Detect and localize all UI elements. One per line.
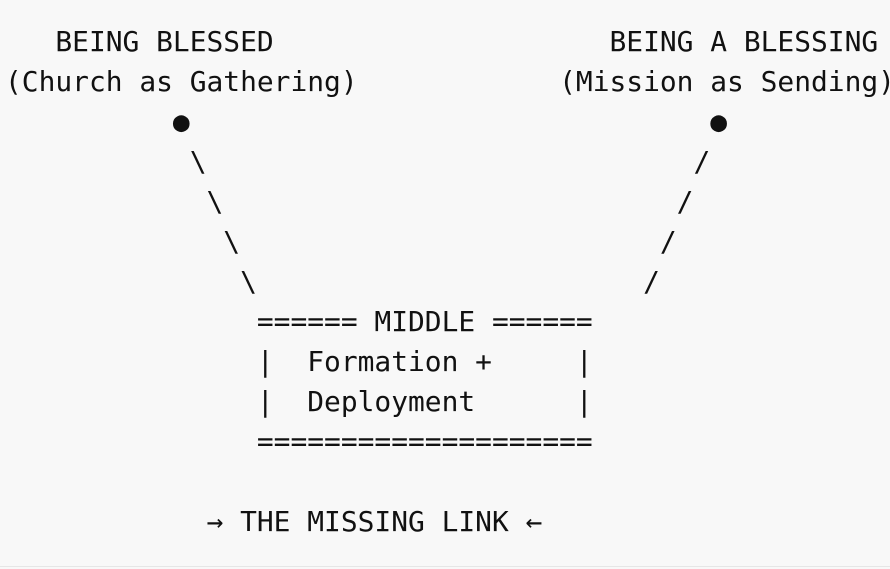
endpoint-dots: ● ●: [5, 105, 728, 138]
left-heading: BEING BLESSED BEING A BLESSING: [5, 25, 879, 58]
subheadings: (Church as Gathering) (Mission as Sendin…: [5, 65, 890, 98]
connector-line: \ /: [5, 265, 660, 298]
middle-box-bottom: ====================: [5, 425, 593, 458]
blank-line: [5, 462, 890, 502]
connector-line: \ /: [5, 185, 694, 218]
middle-box-deployment: | Deployment |: [5, 385, 593, 418]
bottom-divider: [0, 566, 890, 567]
middle-box-top: ====== MIDDLE ======: [5, 305, 593, 338]
connector-line: \ /: [5, 145, 711, 178]
middle-box-formation: | Formation + |: [5, 345, 593, 378]
missing-link-caption: → THE MISSING LINK ←: [5, 505, 543, 538]
connector-line: \ /: [5, 225, 677, 258]
ascii-diagram: BEING BLESSED BEING A BLESSING (Church as…: [5, 22, 890, 542]
